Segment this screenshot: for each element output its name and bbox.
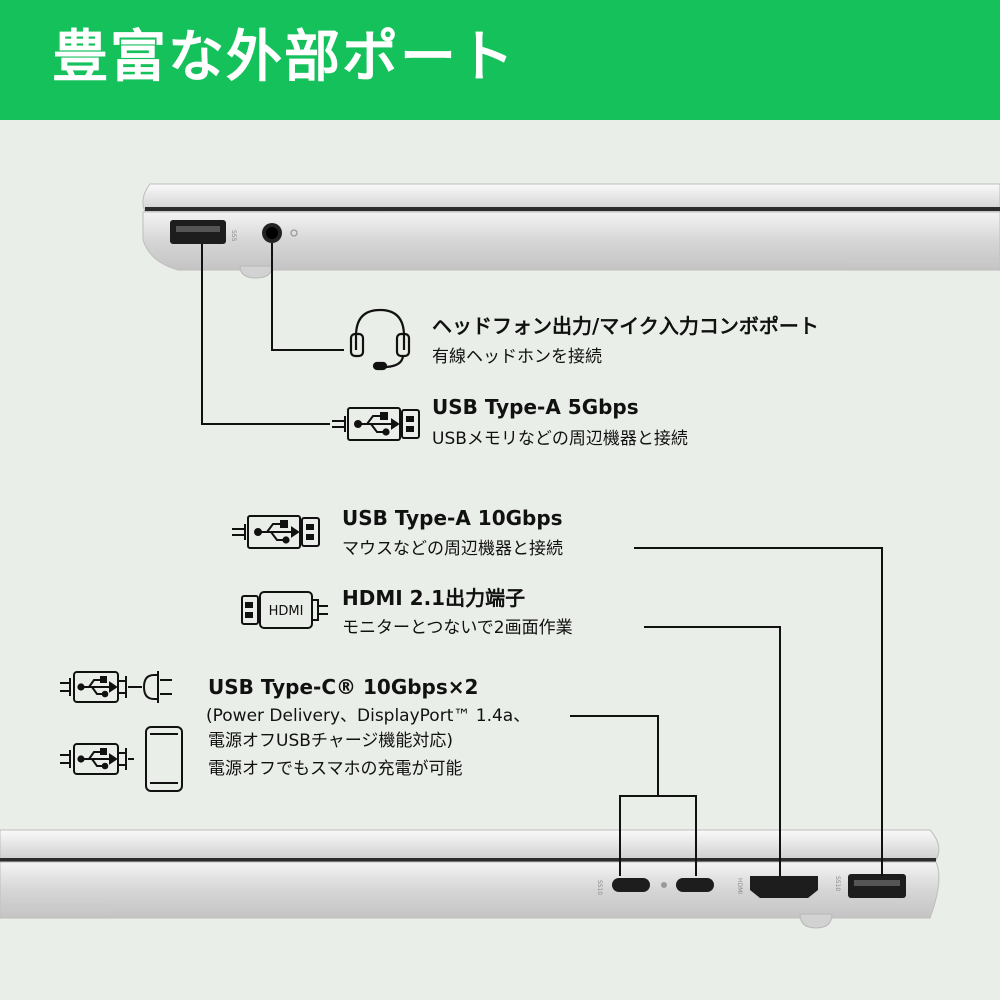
usb-c-title: USB Type-C® 10Gbps×2 [208,675,479,699]
usb-a-10-title: USB Type-A 10Gbps [342,506,563,530]
line-usb-a-5 [201,244,330,425]
usb-a-icon-5gbps [332,407,420,441]
hdmi-icon: HDMI [241,591,328,629]
headset-icon [349,308,411,371]
connector-lines [201,243,883,876]
laptop-left-side: SS5 [142,183,1000,279]
svg-text:SS10: SS10 [596,880,603,895]
svg-text:SS5: SS5 [230,230,237,242]
audio-jack-port [262,223,298,243]
hdmi-port: HDMI [736,876,818,898]
headphone-title: ヘッドフォン出力/マイク入力コンボポート [432,314,819,338]
usb-a-port-right: SS10 [834,874,906,898]
line-headphone [271,243,344,351]
line-hdmi [644,626,781,876]
line-usb-a-10 [634,547,883,876]
usb-c-port-1: SS10 [596,878,650,895]
usb-a-icon-10gbps [232,515,320,549]
usb-a-5-title: USB Type-A 5Gbps [432,395,639,419]
usb-c-port-2 [676,878,714,892]
headphone-desc: 有線ヘッドホンを接続 [432,347,602,367]
usb-c-desc-line1: (Power Delivery、DisplayPort™ 1.4a、 [206,706,531,726]
usb-c-desc-line3: 電源オフでもスマホの充電が可能 [208,759,463,779]
line-usb-c [570,715,659,796]
usb-c-power-icon [60,671,172,703]
laptop-right-side: SS10 HDMI SS10 [0,829,940,929]
usb-a-5-desc: USBメモリなどの周辺機器と接続 [432,429,688,449]
header-banner: 豊富な外部ポート [0,0,1000,120]
usb-a-port-left: SS5 [170,220,237,244]
svg-text:HDMI: HDMI [736,878,743,894]
hdmi-title: HDMI 2.1出力端子 [342,586,526,610]
svg-text:SS10: SS10 [834,876,841,891]
usb-c-phone-icon [60,726,183,792]
hdmi-icon-label: HDMI [269,604,304,619]
usb-c-desc-line2: 電源オフUSBチャージ機能対応) [208,731,454,751]
usb-a-10-desc: マウスなどの周辺機器と接続 [342,539,563,559]
page-title: 豊富な外部ポート [52,25,516,90]
line-usb-c-split [619,795,697,876]
hdmi-desc: モニターとつないで2画面作業 [342,618,573,638]
